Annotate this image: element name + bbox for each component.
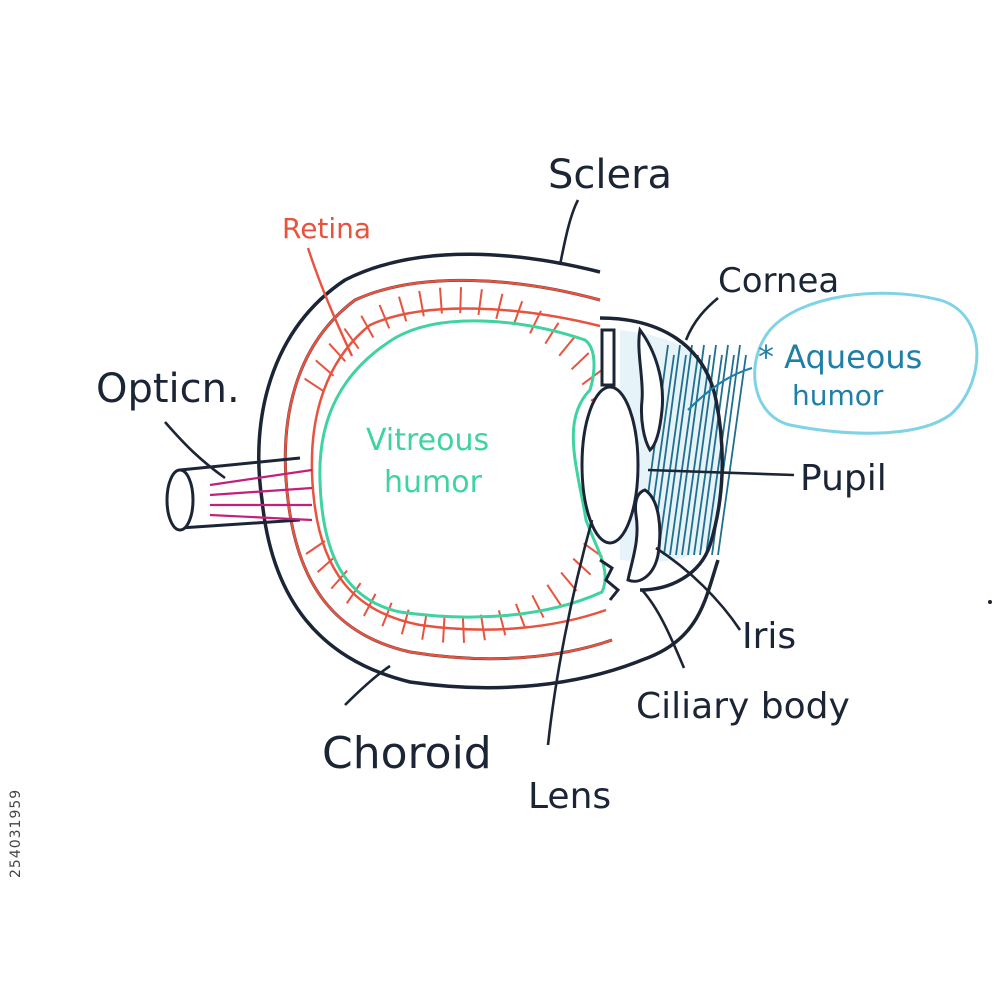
cornea-label: Cornea xyxy=(718,261,839,301)
retina-hatch-mark xyxy=(439,287,443,314)
retina-hatch-mark xyxy=(546,584,562,606)
retina-label: Retina xyxy=(282,212,371,245)
ciliary-body-label: Ciliary body xyxy=(636,686,850,727)
retina-hatch-mark xyxy=(570,352,590,371)
optic-nerve-fibers xyxy=(209,468,313,522)
aqueous-hatch-mark xyxy=(669,354,699,556)
retina-hatch-mark xyxy=(304,377,325,393)
retina-hatch-mark xyxy=(381,602,393,627)
retina-outer-line xyxy=(284,279,613,660)
vitreous-humor-outline xyxy=(318,319,607,619)
retina-hatch-mark xyxy=(442,616,446,643)
aqueous-hatch-mark xyxy=(675,344,705,556)
retina-hatch-mark xyxy=(477,289,483,316)
aqueous-humor-label-line1: * Aqueous xyxy=(758,338,922,376)
stray-dot xyxy=(988,600,992,604)
ciliary-leader xyxy=(641,589,686,669)
retina-hatch-mark xyxy=(531,594,545,619)
retina-hatch-mark xyxy=(343,328,360,350)
image-id-side-text: 254031959 xyxy=(8,768,32,878)
retina-hatch-mark xyxy=(529,310,542,334)
retina-hatch-mark xyxy=(461,616,465,643)
retina-hatch-mark xyxy=(459,287,462,314)
aqueous-hatch-mark xyxy=(663,344,693,556)
iris-label: Iris xyxy=(742,616,796,657)
sclera-outline xyxy=(257,252,720,690)
retina-leader xyxy=(306,247,354,357)
optic-nerve-tube xyxy=(179,456,301,530)
retina-hatch-mark xyxy=(315,359,335,377)
image-id-text: 254031959 xyxy=(8,788,24,878)
lens-label: Lens xyxy=(528,776,611,817)
aqueous-humor-bubble xyxy=(753,291,979,435)
retina-hatch-mark xyxy=(572,557,592,576)
retina-hatch-mark xyxy=(360,315,375,338)
retina-hatch-mark xyxy=(512,300,524,326)
pupil-label: Pupil xyxy=(800,458,887,499)
aqueous-hatch-mark xyxy=(657,354,687,556)
retina-hatch-mark xyxy=(558,336,576,357)
lens-leader xyxy=(546,519,594,746)
retina-hatch-mark xyxy=(398,296,408,322)
ciliary-body-lower xyxy=(599,558,621,601)
iris-leader xyxy=(655,546,742,631)
aqueous-hatch-mark xyxy=(681,354,711,556)
sclera-label: Sclera xyxy=(548,152,672,198)
aqueous-leader xyxy=(687,366,753,411)
optic-nerve-end xyxy=(165,468,195,532)
choroid-leader xyxy=(344,664,391,706)
sclera-leader xyxy=(558,199,580,266)
aqueous-hatch-mark xyxy=(717,354,747,556)
retina-hatch-mark xyxy=(480,614,486,641)
retina-hatch-mark xyxy=(305,540,326,555)
retina-hatch-mark xyxy=(378,304,391,329)
vitreous-humor-label-line1: Vitreous xyxy=(366,423,489,458)
retina-hatch-mark xyxy=(495,293,504,320)
retina-hatch-mark xyxy=(544,322,560,345)
aqueous-hatch-mark xyxy=(705,354,735,556)
retina-inner-line xyxy=(310,307,607,631)
vitreous-humor-label-line2: humor xyxy=(384,465,483,500)
retina-hatch-mark xyxy=(328,342,347,362)
retina-hatch-mark xyxy=(418,290,425,317)
iris-lower xyxy=(626,488,662,583)
retina-hatch-mark xyxy=(316,555,336,573)
aqueous-hatch-mark xyxy=(693,354,723,556)
pupil-leader xyxy=(647,468,795,477)
retina-hatch-mark xyxy=(345,582,362,604)
choroid-label: Choroid xyxy=(322,728,492,779)
optic-leader xyxy=(164,421,226,480)
iris-upper xyxy=(637,326,665,453)
retina-hatch-mark xyxy=(515,603,526,628)
leader-lines xyxy=(164,199,795,746)
aqueous-humor-label-line2: humor xyxy=(792,379,884,412)
retina-hatch-mark xyxy=(497,610,507,636)
cornea-leader xyxy=(684,297,719,341)
retina-hatch-mark xyxy=(363,593,377,617)
lens-shape xyxy=(580,385,640,545)
ciliary-body-upper xyxy=(600,328,616,387)
optic-nerve-label: Opticn. xyxy=(96,366,240,412)
retina-hatch-mark xyxy=(330,569,348,590)
retina-hatch-mark xyxy=(421,614,428,640)
